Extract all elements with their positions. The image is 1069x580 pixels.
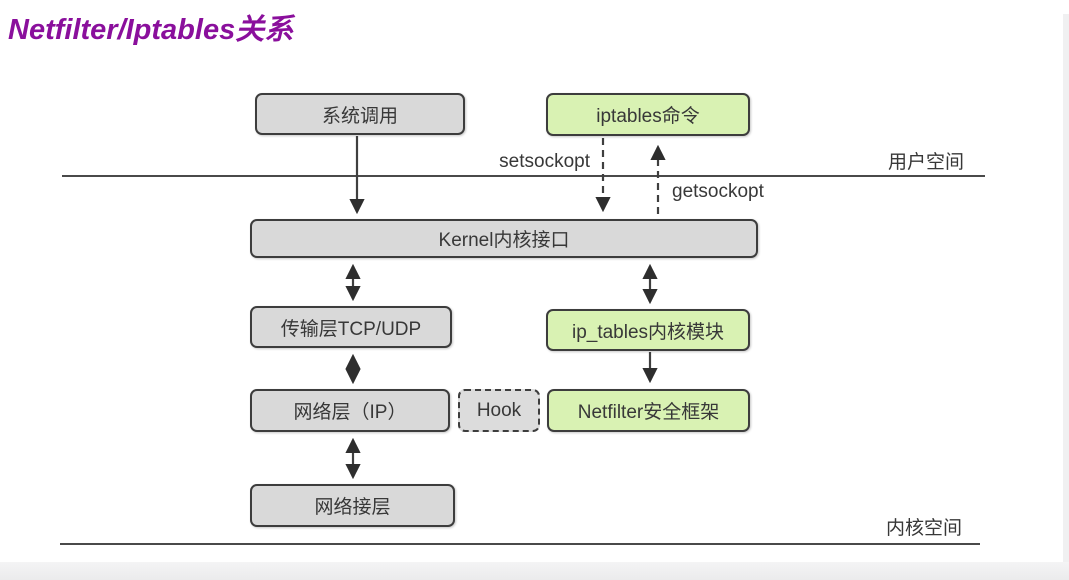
node-netfilter-framework: Netfilter安全框架 <box>547 389 750 432</box>
page-edge-bottom <box>0 562 1069 580</box>
node-network-layer: 网络层（IP） <box>250 389 450 432</box>
page-edge-right <box>1063 14 1069 562</box>
node-system-call: 系统调用 <box>255 93 465 135</box>
user-space-boundary-line <box>62 175 985 177</box>
label-getsockopt: getsockopt <box>672 181 764 202</box>
label-user-space: 用户空间 <box>887 152 964 173</box>
node-kernel-interface: Kernel内核接口 <box>250 219 758 258</box>
kernel-space-boundary-line <box>60 543 980 545</box>
node-iptables-command: iptables命令 <box>546 93 750 136</box>
node-network-interface-layer: 网络接层 <box>250 484 455 527</box>
node-hook: Hook <box>458 389 540 432</box>
node-ip-tables-module: ip_tables内核模块 <box>546 309 750 351</box>
node-transport-layer: 传输层TCP/UDP <box>250 306 452 348</box>
page-title: Netfilter/Iptables关系 <box>8 14 294 46</box>
label-setsockopt: setsockopt <box>499 151 590 172</box>
label-kernel-space: 内核空间 <box>885 518 962 539</box>
